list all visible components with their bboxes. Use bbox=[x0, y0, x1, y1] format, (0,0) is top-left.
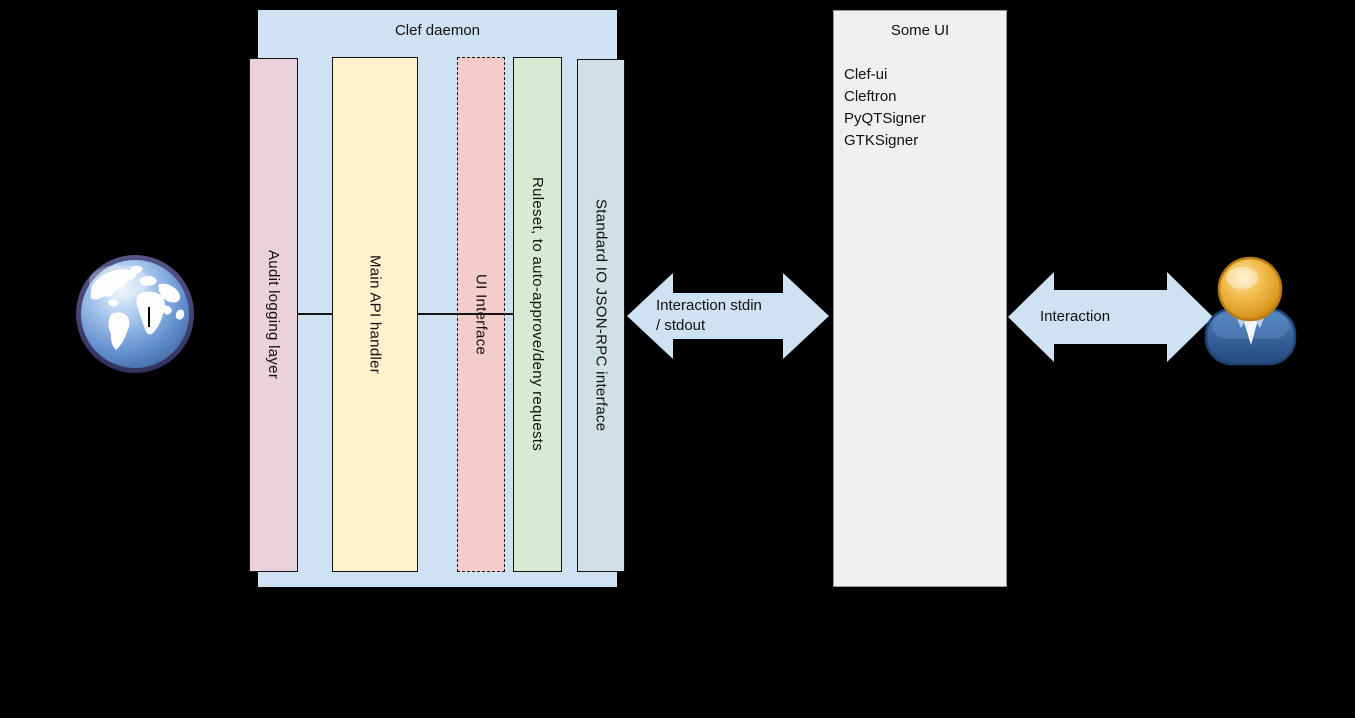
ui-interface-bar: UI Interface bbox=[457, 57, 505, 572]
stdin-stdout-arrow-label: Interaction stdin / stdout bbox=[656, 296, 762, 336]
stdio-jsonrpc-bar: Standard IO JSON-RPC interface bbox=[577, 59, 625, 572]
some-ui-list-item: Clef-ui bbox=[844, 66, 888, 83]
stdio-jsonrpc-label: Standard IO JSON-RPC interface bbox=[592, 199, 610, 432]
main-api-handler-bar: Main API handler bbox=[332, 57, 418, 572]
text-cursor bbox=[148, 307, 150, 327]
audit-logging-layer-bar: Audit logging layer bbox=[249, 58, 298, 572]
some-ui-list: Clef-ui Cleftron PyQTSigner GTKSigner bbox=[834, 64, 1006, 152]
user-head bbox=[1217, 256, 1283, 322]
main-api-handler-label: Main API handler bbox=[366, 254, 384, 375]
globe-continents bbox=[90, 265, 185, 350]
ruleset-bar: Ruleset, to auto-approve/deny requests bbox=[513, 57, 562, 572]
stdin-stdout-arrow-label-line1: Interaction stdin bbox=[656, 297, 762, 314]
double-arrow-shape bbox=[627, 273, 829, 359]
some-ui-container: Some UI Clef-ui Cleftron PyQTSigner GTKS… bbox=[833, 10, 1007, 587]
ruleset-label: Ruleset, to auto-approve/deny requests bbox=[529, 177, 546, 452]
connector-api-to-ruleset bbox=[418, 313, 513, 315]
interaction-arrow-label: Interaction bbox=[1040, 308, 1111, 325]
stdin-stdout-arrow-label-line2: / stdout bbox=[656, 317, 706, 334]
some-ui-title: Some UI bbox=[890, 22, 950, 39]
globe-highlight bbox=[89, 265, 149, 299]
interaction-arrow: Interaction bbox=[1008, 272, 1213, 362]
clef-daemon-title: Clef daemon bbox=[394, 22, 481, 39]
some-ui-list-item: PyQTSigner bbox=[844, 110, 926, 127]
internet-globe-icon bbox=[76, 255, 194, 373]
audit-logging-layer-label: Audit logging layer bbox=[265, 250, 282, 380]
double-arrow-shape bbox=[1008, 272, 1213, 362]
user-icon bbox=[1204, 256, 1297, 366]
clef-daemon-container: Clef daemon bbox=[258, 10, 617, 587]
stdin-stdout-arrow: Interaction stdin / stdout bbox=[627, 272, 829, 360]
some-ui-list-item: GTKSigner bbox=[844, 132, 919, 149]
user-head-highlight bbox=[1226, 267, 1258, 289]
some-ui-list-item: Cleftron bbox=[844, 88, 897, 105]
connector-audit-to-api bbox=[298, 313, 332, 315]
